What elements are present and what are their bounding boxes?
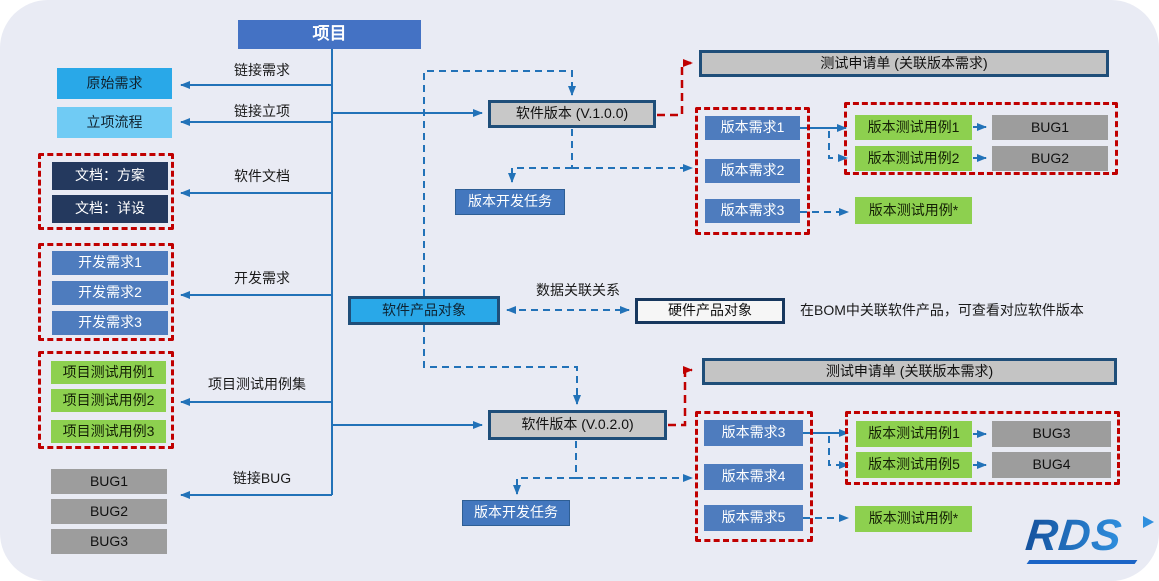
label-dev-requirement: 开发需求 xyxy=(234,270,290,286)
group-dev-requirements xyxy=(38,243,174,341)
edge-version1-to-task xyxy=(508,167,572,183)
rds-logo-text: RDS xyxy=(1023,511,1125,560)
bug2-top-node: BUG2 xyxy=(992,146,1108,171)
version-test-case-star-bottom-node: 版本测试用例* xyxy=(855,506,972,532)
version-requirement-2-node: 版本需求2 xyxy=(705,159,800,183)
software-version-2-node: 软件版本 (V.0.2.0) xyxy=(488,410,667,440)
approval-flow-node: 立项流程 xyxy=(57,107,172,138)
edge-version2-test-request xyxy=(668,366,693,427)
bug-2-node: BUG2 xyxy=(51,499,167,524)
version-test-case-star-top-node: 版本测试用例* xyxy=(855,197,972,224)
version-requirement-4-node: 版本需求4 xyxy=(704,464,803,490)
bug-3-node: BUG3 xyxy=(51,529,167,554)
rds-logo: RDS xyxy=(1023,511,1156,570)
doc-detail-node: 文档：详设 xyxy=(52,195,168,223)
edge-version1-test-request xyxy=(657,59,693,117)
version-requirement-5-node: 版本需求5 xyxy=(704,505,803,531)
doc-plan-node: 文档：方案 xyxy=(52,162,168,190)
hardware-product-node: 硬件产品对象 xyxy=(635,298,785,324)
label-project-test-set: 项目测试用例集 xyxy=(208,376,306,392)
dev-requirement-2-node: 开发需求2 xyxy=(52,281,168,305)
version-dev-task-2-node: 版本开发任务 xyxy=(462,500,570,526)
group-test-cases-bottom xyxy=(845,411,1120,485)
project-node: 项目 xyxy=(238,20,421,49)
version-requirement-3b-node: 版本需求3 xyxy=(704,420,803,446)
test-request-bottom-node: 测试申请单 (关联版本需求) xyxy=(702,358,1117,385)
bom-note: 在BOM中关联软件产品，可查看对应软件版本 xyxy=(800,302,1084,318)
bug4-bottom-node: BUG4 xyxy=(992,452,1111,478)
label-link-approval: 链接立项 xyxy=(234,103,290,119)
label-data-relation: 数据关联关系 xyxy=(536,282,620,298)
label-link-bug: 链接BUG xyxy=(232,470,292,486)
group-docs xyxy=(38,153,174,230)
group-version-requirements-top xyxy=(695,107,810,235)
version-test-case-5-node: 版本测试用例5 xyxy=(856,452,972,478)
bug1-top-node: BUG1 xyxy=(992,115,1108,140)
software-version-1-node: 软件版本 (V.1.0.0) xyxy=(488,100,656,128)
group-test-cases-top xyxy=(844,102,1118,175)
version-test-case-1-bottom-node: 版本测试用例1 xyxy=(856,421,972,447)
version-test-case-2-top-node: 版本测试用例2 xyxy=(855,146,972,171)
rds-logo-underline xyxy=(1026,560,1138,564)
group-version-requirements-bottom xyxy=(695,411,813,542)
project-test-case-1-node: 项目测试用例1 xyxy=(51,361,166,384)
project-test-case-3-node: 项目测试用例3 xyxy=(51,420,166,443)
label-link-requirement: 链接需求 xyxy=(234,62,290,78)
version-requirement-1-node: 版本需求1 xyxy=(705,116,800,140)
group-project-test-cases xyxy=(38,351,174,449)
label-software-doc: 软件文档 xyxy=(234,168,290,184)
test-request-top-node: 测试申请单 (关联版本需求) xyxy=(699,50,1109,77)
raw-requirement-node: 原始需求 xyxy=(57,68,172,99)
version-requirement-3-node: 版本需求3 xyxy=(705,199,800,223)
edge-version2-to-task xyxy=(513,477,576,495)
software-product-node: 软件产品对象 xyxy=(348,296,500,325)
version-test-case-1-top-node: 版本测试用例1 xyxy=(855,115,972,140)
version-dev-task-1-node: 版本开发任务 xyxy=(455,189,565,215)
project-test-case-2-node: 项目测试用例2 xyxy=(51,389,166,412)
rds-logo-arrow-icon xyxy=(1143,516,1154,528)
bug-1-node: BUG1 xyxy=(51,469,167,494)
bug3-bottom-node: BUG3 xyxy=(992,421,1111,447)
dev-requirement-1-node: 开发需求1 xyxy=(52,251,168,275)
dev-requirement-3-node: 开发需求3 xyxy=(52,311,168,335)
edge-product-to-version2 xyxy=(423,325,581,405)
